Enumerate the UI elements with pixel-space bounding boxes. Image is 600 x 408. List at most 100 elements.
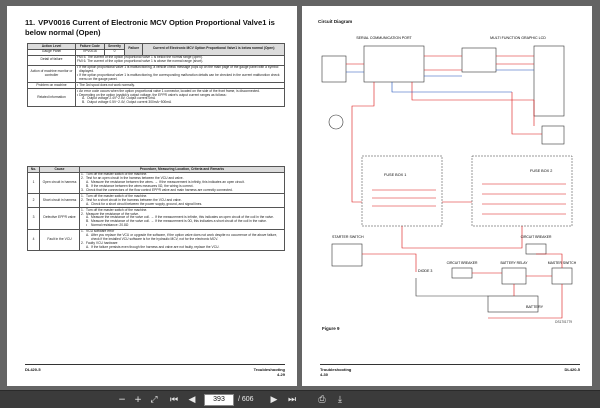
battery-symbol: [487, 295, 539, 313]
fuse-box-2: [471, 155, 573, 227]
label-circuit-breaker-2: CIRCUIT BREAKER: [521, 235, 552, 239]
signal-wires-red: [346, 55, 534, 71]
starter-switch-symbol: [331, 243, 363, 267]
label-related-information: Related information: [27, 88, 76, 107]
vcu-block: [363, 45, 425, 83]
header-failure: Failure: [124, 43, 144, 56]
section-title: 11.VPV0016 Current of Electronic MCV Opt…: [25, 18, 275, 37]
procedure-number: 3: [27, 207, 40, 230]
page-footer: DL420-5 Troubleshooting 4-29: [25, 364, 285, 380]
procedure-step: •Normal resistance: 20.8Ω: [86, 223, 129, 228]
failure-info-table: Action Level Failure Code Severity Failu…: [27, 43, 285, 107]
label-battery-relay: BATTERY RELAY: [500, 261, 528, 265]
problem-on-machine: •The 3rd spool does not work normally.: [75, 82, 285, 90]
power-wire: [351, 82, 534, 146]
procedure-steps: 1.Turn off the master switch of the mach…: [79, 207, 285, 230]
header-procedure: Procedure, Measuring Location, Criteria …: [79, 166, 285, 173]
procedure-steps: 1.Turn off the master switch of the mach…: [79, 193, 285, 209]
connector-block-right: [533, 45, 565, 117]
prev-page-icon[interactable]: ◀: [188, 395, 196, 405]
drawing-code: DS1701779: [555, 320, 572, 324]
battery-relay-symbol: [501, 267, 527, 285]
action-of-machine: •If the option proportional valve 1 is m…: [75, 64, 285, 84]
label-fuse-box-1: FUSE BOX 1: [384, 173, 406, 177]
label-action-of-machine: Action of machine monitor or controller: [27, 64, 76, 84]
procedure-step: 2.Faulty VCU hardware: [81, 240, 118, 245]
label-detail-of-failure: Detail of failure: [27, 54, 76, 66]
procedure-steps: 1.Turn off the master switch of the mach…: [79, 171, 285, 195]
fuse-box-1: [361, 155, 443, 227]
first-page-icon[interactable]: ⏮: [169, 395, 179, 405]
pdf-toolbar: − + ⤢ ⏮ ◀ 393 / 606 ▶ ⏭ ⎙ ⤓: [0, 390, 600, 408]
procedure-cause: Fault in the VCU: [39, 228, 80, 252]
page-total: / 606: [238, 396, 254, 403]
procedure-step: 2.Test for an open circuit in the harnes…: [81, 176, 184, 181]
fuse-wires: [372, 183, 566, 215]
page-4-29: 11.VPV0016 Current of Electronic MCV Opt…: [7, 6, 297, 386]
ground-wire: [415, 278, 488, 297]
starter-wire: [362, 253, 417, 272]
procedure-cause: Short circuit in harness: [39, 193, 80, 209]
print-icon[interactable]: ⎙: [318, 395, 326, 405]
signal-wires-blue: [346, 69, 534, 77]
zoom-in-icon[interactable]: +: [134, 395, 142, 405]
zoom-out-icon[interactable]: −: [118, 395, 126, 405]
label-circuit-breaker: CIRCUIT BREAKER: [447, 261, 478, 265]
next-page-icon[interactable]: ▶: [270, 395, 278, 405]
procedure-step: 2.Test for a short circuit in the harnes…: [81, 197, 182, 202]
procedure-step: 1.Turn off the master switch of the mach…: [81, 193, 148, 198]
procedure-cause: Open circuit in harness: [39, 171, 80, 195]
sensor-symbol: [328, 114, 344, 130]
detail-of-failure: FMI 5. The current of the option proport…: [75, 54, 285, 66]
footer-page: Troubleshooting 4-29: [253, 367, 285, 377]
header-failure-description: Current of Electronic MCV Option Proport…: [142, 43, 285, 56]
circuit-diagram: SERIAL COMMUNICATION PORT MULTI FUNCTION…: [321, 36, 577, 319]
label-serial-port: SERIAL COMMUNICATION PORT: [356, 36, 412, 40]
figure-label: Figure 9: [322, 326, 340, 331]
master-switch-symbol: [551, 267, 573, 285]
fit-page-icon[interactable]: ⤢: [150, 395, 158, 405]
label-mf-lcd: MULTI FUNCTION GRAPHIC LCD: [490, 36, 546, 40]
related-information: •An error code occurs when the option pr…: [75, 88, 285, 107]
procedure-step: A.After you replace the VCU or upgrade t…: [86, 233, 278, 241]
document-viewport[interactable]: 11.VPV0016 Current of Electronic MCV Opt…: [0, 0, 600, 390]
cell-failure-code: VPV0016: [75, 48, 105, 56]
procedure-step: 1.VCU software error: [81, 229, 115, 234]
label-fuse-box-2: FUSE BOX 2: [530, 169, 552, 173]
fuse-feed-wire: [351, 146, 472, 203]
gauge-panel-block: [461, 47, 497, 73]
procedure-step: A.Measure the resistance of the valve co…: [86, 215, 274, 220]
procedure-step: A.Measure the resistance between the wir…: [86, 180, 245, 185]
procedure-step: 1.Turn off the master switch of the mach…: [81, 172, 148, 177]
procedure-step: 1.Turn off the master switch of the mach…: [81, 207, 148, 212]
save-icon[interactable]: ⤓: [338, 395, 342, 405]
procedure-step: 3.Check that the connectors of the flow …: [81, 188, 233, 193]
procedure-number: 2: [27, 193, 40, 209]
battery-wires: [472, 253, 563, 319]
footer-model: DL420-5: [564, 367, 580, 372]
can-wire: [391, 82, 512, 93]
valve-block: [541, 125, 565, 145]
circuit-breaker-symbol: [451, 267, 473, 279]
procedure-step: 2.Measure the resistance of the valve.: [81, 211, 139, 216]
valve-wire: [511, 92, 542, 135]
procedure-step: B.If the resistance between the wires me…: [86, 184, 194, 189]
last-page-icon[interactable]: ⏭: [287, 395, 297, 405]
cell-gauge-panel: Gauge Panel: [27, 48, 76, 56]
procedure-step: A.Check for a short circuit between the …: [86, 201, 203, 206]
procedure-cause: Defective EPPR valve: [39, 207, 80, 230]
page-4-30: Circuit Diagram SERIAL COMMUNICATION POR…: [302, 6, 592, 386]
procedure-number: 1: [27, 171, 40, 195]
procedure-table: No. Cause Procedure, Measuring Location,…: [27, 166, 285, 252]
page-number-input[interactable]: 393: [204, 394, 234, 406]
procedure-number: 4: [27, 228, 40, 252]
main-bus-wire: [401, 226, 523, 249]
procedure-step: B.Measure the resistance of the valve co…: [86, 219, 267, 224]
footer-page: Troubleshooting 4-30: [320, 367, 352, 377]
circuit-diagram-title: Circuit Diagram: [318, 19, 353, 24]
footer-model: DL420-5: [25, 367, 41, 372]
